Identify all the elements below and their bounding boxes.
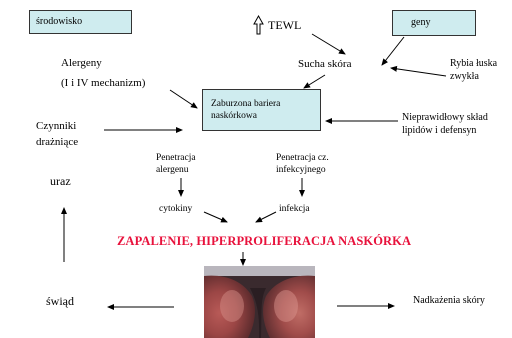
arrow-geny-to-sucha xyxy=(382,37,404,65)
arrow-infekcja-to-zapalenie xyxy=(256,212,276,222)
arrow-cytokiny-to-zapalenie xyxy=(204,212,227,222)
up-outline-arrow-icon xyxy=(254,16,263,34)
arrow-alergeny-to-bariera xyxy=(170,90,197,108)
arrow-tewl-to-sucha xyxy=(312,34,345,54)
arrow-rybia-to-sucha xyxy=(391,68,446,76)
arrow-sucha-to-bariera xyxy=(304,75,325,88)
